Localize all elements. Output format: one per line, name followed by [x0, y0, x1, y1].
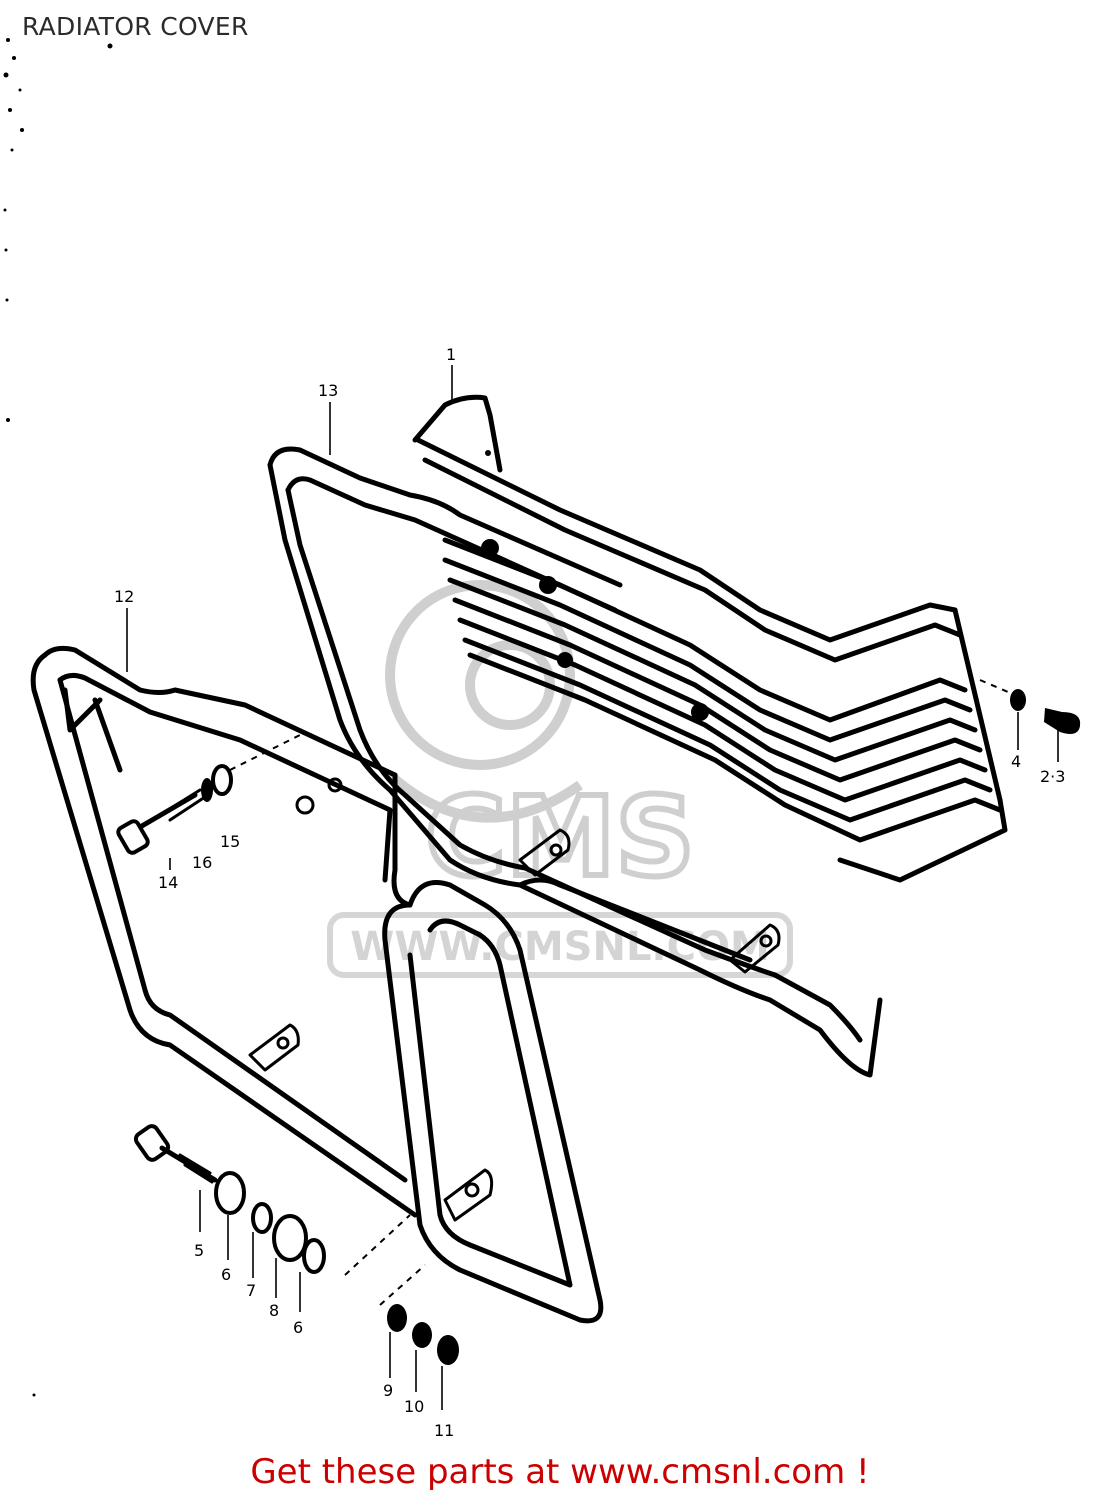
callout-15: 15	[220, 832, 240, 851]
watermark-mascot-head	[385, 580, 575, 770]
callout-8: 8	[269, 1301, 279, 1320]
washer-9	[387, 1304, 407, 1332]
washer-6b	[302, 1238, 326, 1274]
bolt-5	[133, 1124, 171, 1162]
scan-specks	[3, 38, 113, 1397]
bracket-lower	[248, 1023, 300, 1072]
collar-15	[211, 764, 233, 796]
diagram-title: RADIATOR COVER	[22, 12, 249, 41]
bolt-2-3	[1044, 708, 1081, 734]
callout-6a: 6	[221, 1265, 231, 1284]
part-1-radiator-cover-louvers	[412, 394, 1008, 883]
washer-6a	[214, 1171, 246, 1215]
bolt-14	[116, 819, 150, 855]
footer-link[interactable]: Get these parts at www.cmsnl.com !	[250, 1452, 870, 1492]
hardware-14-16-15	[116, 734, 301, 870]
callout-13: 13	[318, 381, 338, 400]
hardware-4-2-3	[979, 679, 1081, 762]
callout-11: 11	[434, 1421, 454, 1440]
callout-10: 10	[404, 1397, 424, 1416]
callout-5: 5	[194, 1241, 204, 1260]
watermark-mascot-arm	[386, 771, 583, 823]
callout-2-3: 2·3	[1040, 767, 1065, 786]
grommet-4	[1010, 689, 1026, 711]
part-13-outer-frame	[267, 446, 883, 1078]
callout-1: 1	[446, 345, 456, 364]
part-12-guard-frame	[30, 645, 604, 1324]
callout-14: 14	[158, 873, 178, 892]
bracket-upper	[518, 828, 571, 877]
hardware-5-8	[133, 1124, 426, 1312]
collar-7	[251, 1202, 273, 1234]
callout-7: 7	[246, 1281, 256, 1300]
callout-16: 16	[192, 853, 212, 872]
washer-10	[412, 1322, 432, 1348]
hardware-9-10-11	[387, 1304, 459, 1410]
bracket-mount	[443, 1168, 494, 1222]
callout-labels: 1 13 12 4 2·3 14 16 15 5 6 7 8 6 9 10 11	[114, 345, 1065, 1440]
callout-6b: 6	[293, 1318, 303, 1337]
bracket-right	[728, 923, 781, 974]
leader-lines	[126, 365, 453, 672]
callout-12: 12	[114, 587, 134, 606]
washer-16	[201, 778, 213, 802]
damper-8	[272, 1214, 308, 1262]
watermark-url-box	[327, 912, 793, 978]
callout-9: 9	[383, 1381, 393, 1400]
nut-11	[437, 1335, 459, 1365]
callout-4: 4	[1011, 752, 1021, 771]
